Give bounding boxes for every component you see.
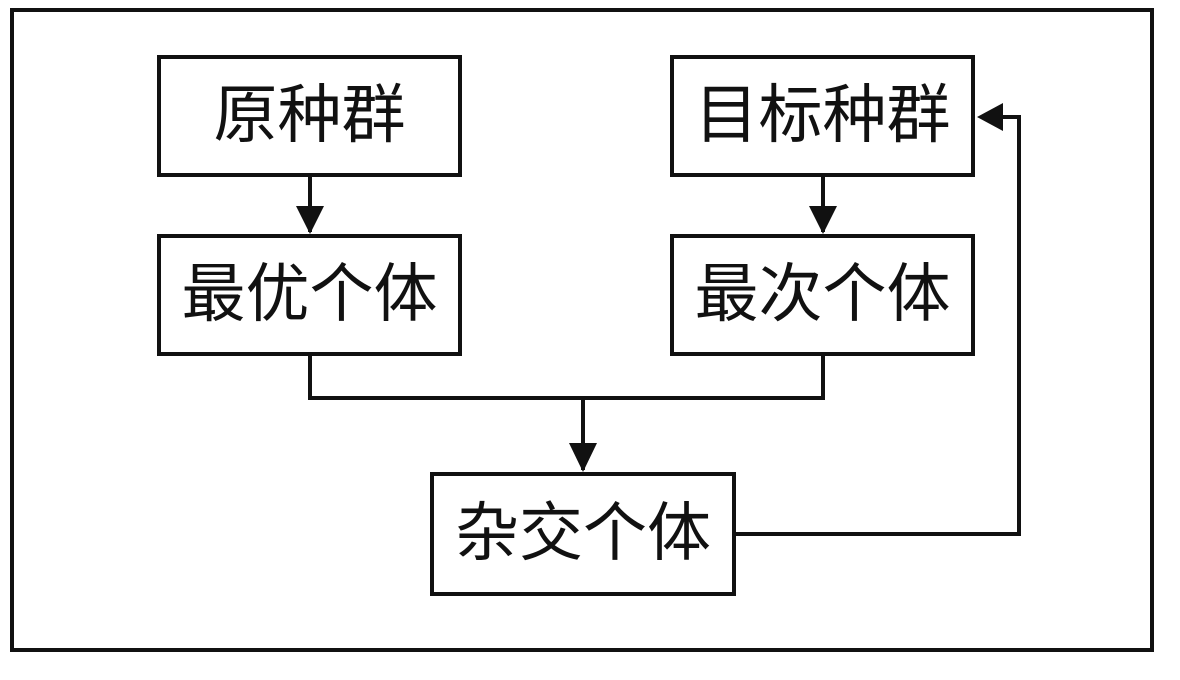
arrowhead-source-to-best (296, 206, 324, 234)
second-best-individual-label: 最次个体 (694, 258, 951, 332)
best-individual-label: 最优个体 (181, 258, 438, 332)
hybrid-individual-box: 杂交个体 (430, 472, 736, 596)
arrowhead-feedback-to-target (977, 103, 1003, 131)
merge-line (308, 356, 825, 400)
feedback-line (736, 115, 1021, 536)
target-population-label: 目标种群 (694, 79, 951, 153)
source-population-label: 原种群 (213, 79, 406, 153)
best-individual-box: 最优个体 (157, 234, 462, 356)
diagram-frame (10, 8, 1154, 652)
hybrid-individual-label: 杂交个体 (455, 497, 711, 571)
arrowhead-target-to-next (809, 206, 837, 234)
arrowhead-merge-to-hybrid (569, 443, 597, 472)
target-population-box: 目标种群 (670, 55, 975, 177)
source-population-box: 原种群 (157, 55, 462, 177)
second-best-individual-box: 最次个体 (670, 234, 975, 356)
